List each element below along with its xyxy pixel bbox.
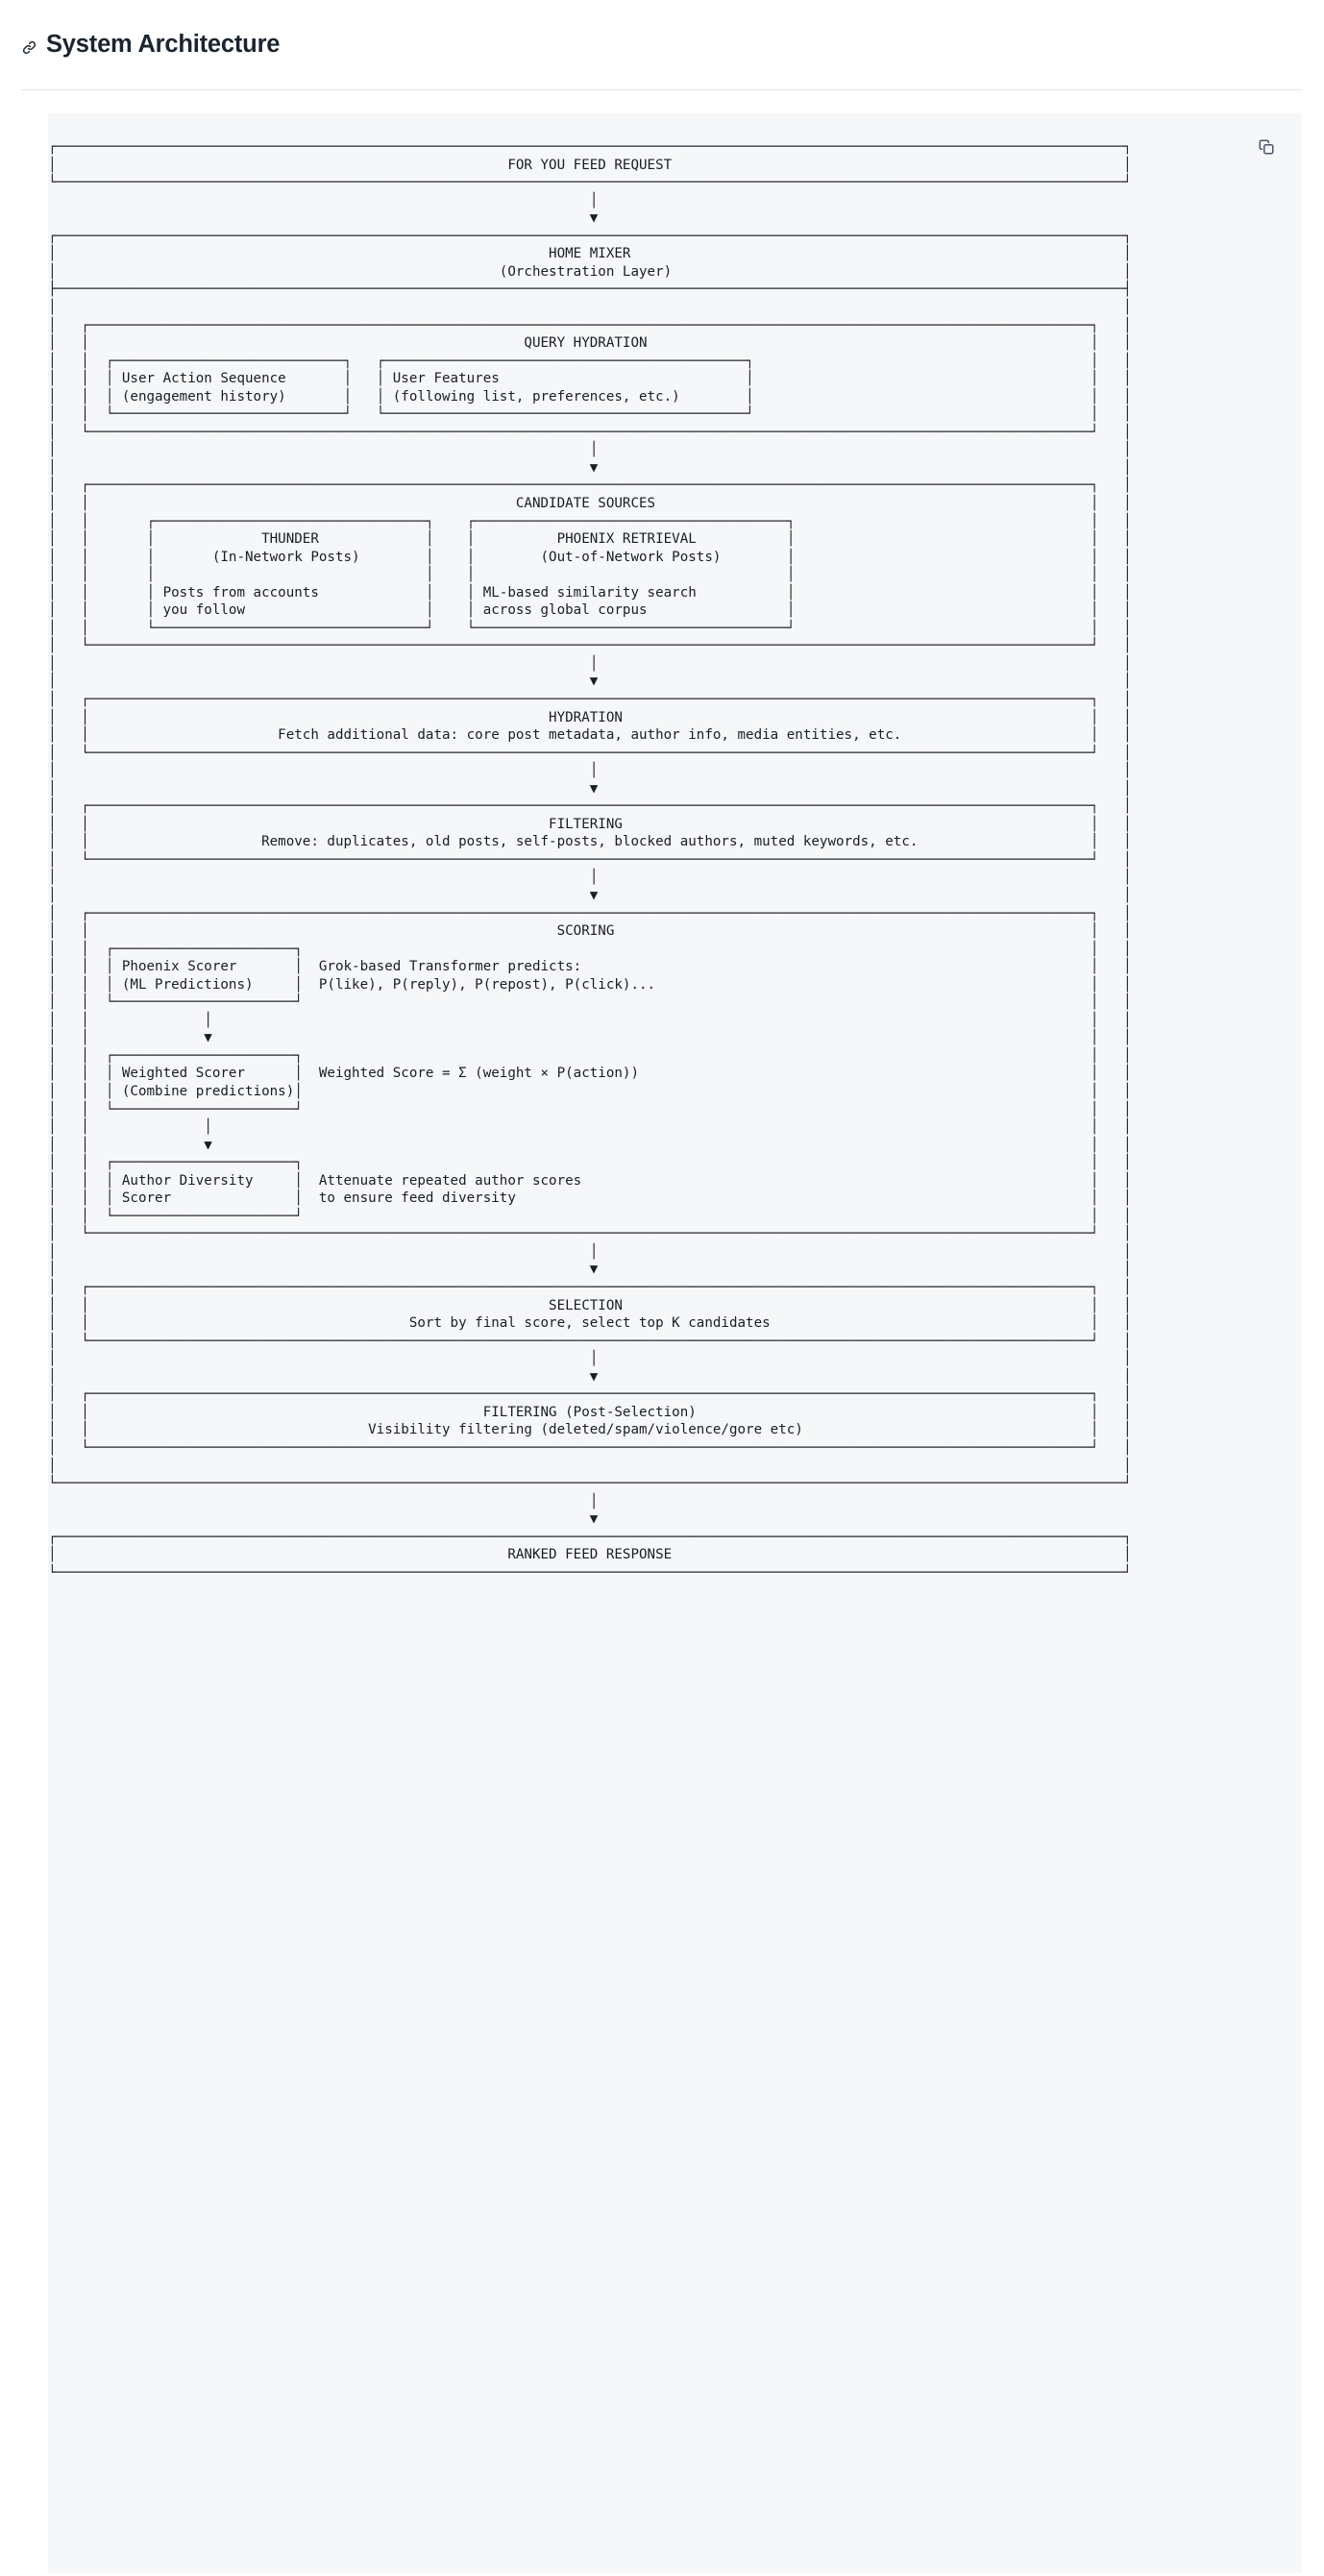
architecture-ascii-diagram: ┌───────────────────────────────────────… bbox=[48, 139, 1132, 1581]
heading-row: System Architecture bbox=[21, 13, 1303, 77]
page-title: System Architecture bbox=[46, 31, 281, 59]
copy-icon[interactable] bbox=[1254, 135, 1279, 159]
link-icon[interactable] bbox=[21, 39, 37, 56]
code-block: ┌───────────────────────────────────────… bbox=[48, 113, 1302, 2574]
title-divider bbox=[21, 89, 1303, 91]
page-header: System Architecture bbox=[21, 0, 1303, 91]
